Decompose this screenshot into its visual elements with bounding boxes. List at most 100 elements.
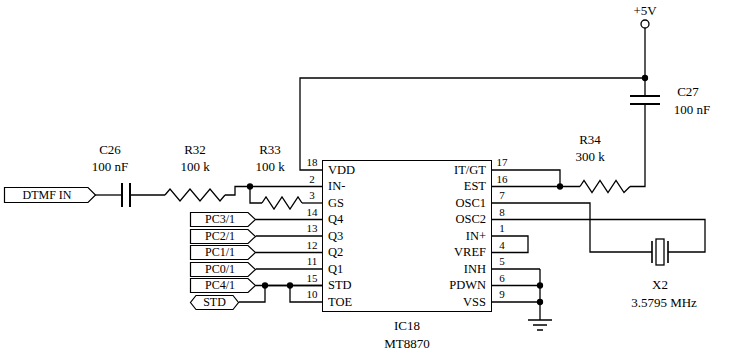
connector-flag-outline <box>191 229 256 243</box>
input-wire <box>225 187 322 196</box>
part-value: 100 k <box>255 160 284 174</box>
pin-name: IN- <box>328 179 345 193</box>
signal-wire <box>256 235 322 236</box>
pin-number: 2 <box>309 173 315 184</box>
capacitor-symbol <box>122 183 130 207</box>
signal-wire <box>256 219 322 220</box>
connector-label: PC0/1 <box>190 262 256 277</box>
pin-wire <box>492 186 580 187</box>
connector-label: DTMF IN <box>4 187 96 203</box>
resistor-symbol <box>165 189 225 201</box>
pin-name: OSC2 <box>455 212 486 226</box>
pin-number: 18 <box>307 157 318 168</box>
connector-flag-outline <box>191 262 256 276</box>
pin-number: 6 <box>499 272 505 283</box>
port-connector: PC1/1 <box>190 245 256 260</box>
pin-name: GS <box>328 196 344 210</box>
pin-name: STD <box>328 278 352 292</box>
pin-name: Q2 <box>328 245 343 259</box>
pin-wire <box>290 286 322 303</box>
pin-number: 3 <box>309 190 315 201</box>
part-value: 300 k <box>575 150 604 164</box>
ground-wire <box>492 269 540 320</box>
pin-number: 15 <box>307 272 318 283</box>
input-wire <box>130 194 165 195</box>
part-name: IC18 <box>394 319 420 333</box>
part-name: C27 <box>677 85 699 99</box>
pin-name: Q1 <box>328 262 343 276</box>
pin-number: 10 <box>307 289 318 300</box>
pin-number: 13 <box>307 223 318 234</box>
part-name: R33 <box>259 143 281 157</box>
pin-wire <box>492 170 560 187</box>
connector-label: STD <box>190 295 239 310</box>
connector-label: PC1/1 <box>190 245 256 260</box>
pin-wire <box>492 236 528 253</box>
pin-number: 4 <box>499 239 505 250</box>
connector-label: PC2/1 <box>190 229 256 244</box>
pin-wire <box>492 203 652 252</box>
pin-number: 8 <box>499 206 505 217</box>
ic-body: VDD IN- GS Q4Q3Q2Q1STD TOE IT/GT EST OSC1OSC2IN… <box>322 160 492 312</box>
junction-dot <box>538 283 543 288</box>
part-value: 100 nF <box>674 103 710 117</box>
connector-label: PC4/1 <box>190 278 256 293</box>
crystal-symbol <box>656 239 664 265</box>
part-value: 3.5795 MHz <box>631 296 697 310</box>
pin-number: 1 <box>499 223 505 234</box>
junction-dot <box>538 300 543 305</box>
pin-number: 9 <box>499 289 505 300</box>
connector-flag-outline <box>5 188 96 203</box>
pin-number: 14 <box>307 206 318 217</box>
ground-symbol <box>528 320 552 330</box>
pin-name: VREF <box>454 245 486 259</box>
part-name: R34 <box>579 133 601 147</box>
pin-number: 16 <box>497 173 508 184</box>
resistor-symbol <box>262 197 302 209</box>
pin-name: Q3 <box>328 229 343 243</box>
pin-name: INH <box>464 262 486 276</box>
pin-name: TOE <box>328 295 352 309</box>
input-connector: DTMF IN <box>4 187 96 203</box>
supply-wire <box>644 28 645 96</box>
junction-dot <box>643 76 648 81</box>
feedback-wire <box>302 202 322 203</box>
pin-number: 5 <box>499 256 505 267</box>
supply-wire <box>300 78 645 170</box>
pin-name: VSS <box>463 295 486 309</box>
pin-number: 11 <box>307 256 318 267</box>
supply-label: +5V <box>633 4 656 18</box>
pin-name: PDWN <box>449 278 486 292</box>
connector-flag-outline <box>191 246 256 260</box>
part-name: C26 <box>99 143 121 157</box>
port-connector: PC2/1 <box>190 229 256 244</box>
connector-flag-outline <box>191 279 256 293</box>
supply-terminal <box>641 20 649 28</box>
capacitor-symbol <box>630 96 660 104</box>
pin-name: EST <box>464 179 486 193</box>
part-name: R32 <box>184 143 206 157</box>
port-connector: PC3/1 <box>190 212 256 227</box>
pin-wire <box>630 104 645 187</box>
pin-number: 7 <box>499 190 505 201</box>
signal-wire <box>256 268 322 269</box>
connector-label: PC3/1 <box>190 212 256 227</box>
port-connector: PC4/1 <box>190 278 256 293</box>
pin-name: IN+ <box>466 229 486 243</box>
connector-flag-outline <box>191 295 239 309</box>
pin-name: IT/GT <box>454 163 486 177</box>
pin-name: Q4 <box>328 212 343 226</box>
part-value: 100 k <box>180 160 209 174</box>
pin-wire <box>492 220 705 253</box>
signal-wire <box>256 252 322 253</box>
part-value: 100 nF <box>92 160 128 174</box>
feedback-wire <box>250 187 262 204</box>
pin-name: OSC1 <box>455 196 486 210</box>
pin-number: 12 <box>307 239 318 250</box>
port-connector: PC0/1 <box>190 262 256 277</box>
part-name: X2 <box>652 278 668 292</box>
resistor-symbol <box>580 181 630 193</box>
pin-name: VDD <box>328 163 355 177</box>
pin-number: 17 <box>497 157 508 168</box>
